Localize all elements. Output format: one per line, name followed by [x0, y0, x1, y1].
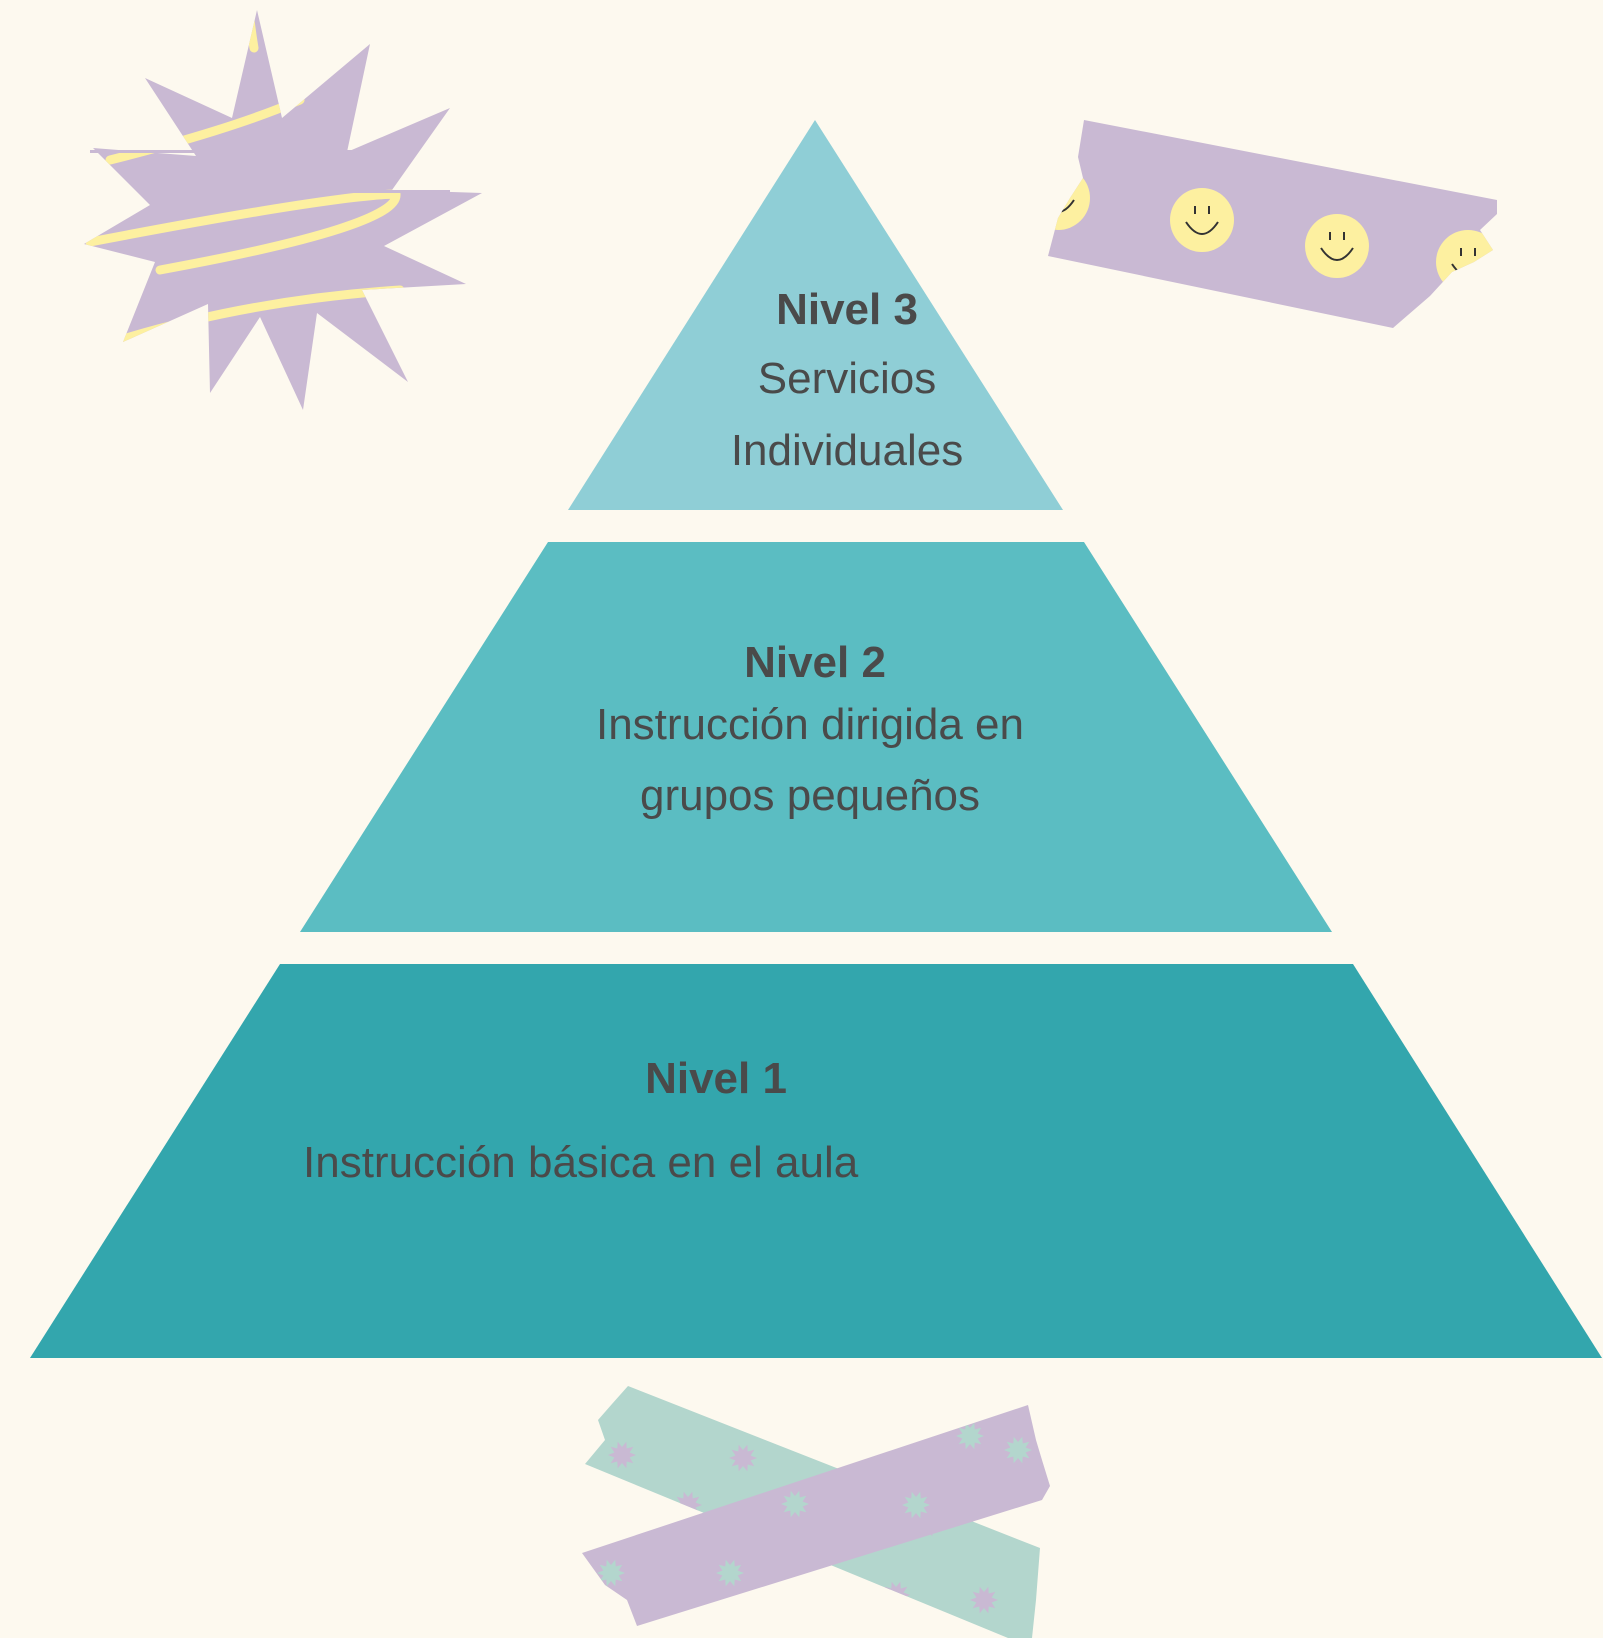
tape-star-icon: [729, 1444, 757, 1472]
tape-star-icon: [716, 1559, 744, 1587]
smiley-face-icon: [1436, 230, 1497, 294]
tape-star-icon: [902, 1491, 930, 1519]
tier-1-description-line-1: Instrucción básica en el aula: [303, 1138, 859, 1187]
pyramid-tier-2: [300, 542, 1332, 932]
pyramid-tier-3: [568, 120, 1063, 510]
tape-star-icon: [597, 1559, 625, 1587]
tape-star-icon: [781, 1490, 809, 1518]
tier-3-description-line-2: Individuales: [731, 426, 963, 475]
crossed-washi-tape-icon: [582, 1386, 1050, 1638]
tape-star-icon: [608, 1441, 636, 1469]
tape-star-icon: [1004, 1436, 1032, 1464]
starburst-sticker-icon: [84, 10, 482, 410]
smiley-face-icon: [1048, 166, 1090, 230]
tier-2-description-line-2: grupos pequeños: [640, 771, 980, 820]
smiley-face-icon: [1170, 188, 1234, 252]
tier-1-level-label: Nivel 1: [645, 1054, 787, 1103]
tape-star-icon: [956, 1422, 984, 1450]
smiley-washi-tape-icon: [1048, 120, 1497, 328]
tier-3-level-label: Nivel 3: [776, 285, 918, 334]
tape-star-icon: [970, 1586, 998, 1614]
tier-3-description-line-1: Servicios: [758, 354, 937, 403]
pyramid-tier-1: [30, 964, 1602, 1358]
tier-2-level-label: Nivel 2: [744, 638, 886, 687]
smiley-face-icon: [1305, 214, 1369, 278]
tier-2-description-line-1: Instrucción dirigida en: [596, 700, 1024, 749]
